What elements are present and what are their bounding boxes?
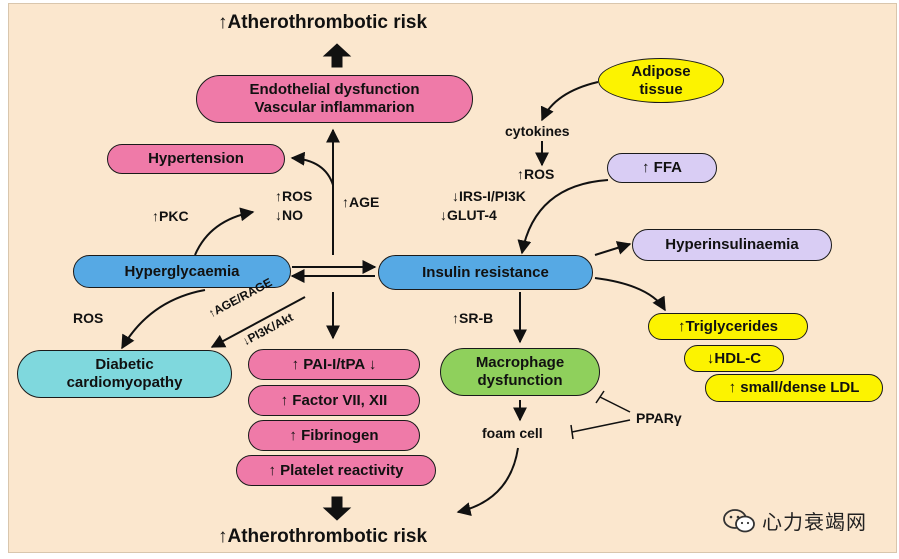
- no-label: ↓NO: [275, 207, 303, 223]
- bottom-block-arrow: [322, 496, 352, 521]
- pkc-label: ↑PKC: [152, 208, 189, 224]
- glut4-label: ↓GLUT-4: [440, 207, 497, 223]
- top-risk-label: ↑Atherothrombotic risk: [218, 12, 428, 33]
- macro-line2: dysfunction: [477, 372, 563, 389]
- hyperinsulinaemia-node: Hyperinsulinaemia: [632, 229, 832, 261]
- pkc-arrow: [194, 207, 255, 256]
- hypertension-node: Hypertension: [107, 144, 285, 174]
- sr-b-label: ↑SR-B: [452, 310, 494, 326]
- ppar-inhibit-1: [599, 396, 631, 413]
- triglycerides-node: ↑Triglycerides: [648, 313, 808, 340]
- hyperinsulinaemia-arrow: [594, 241, 632, 256]
- ppar-inhibit-2-bar: [570, 424, 574, 440]
- triglycerides-arrow: [594, 277, 666, 312]
- pai-node: ↑ PAI-I/tPA ↓: [248, 349, 420, 380]
- fibrinogen-node: ↑ Fibrinogen: [248, 420, 420, 451]
- irs-pi3k-label: ↓IRS-I/PI3K: [452, 188, 526, 204]
- endothelial-line1: Endothelial dysfunction: [249, 81, 420, 98]
- cardio-line1: Diabetic: [95, 356, 154, 373]
- ros-arrow: [121, 289, 206, 350]
- endothelial-dysfunction-node: Endothelial dysfunction Vascular inflamm…: [196, 75, 473, 123]
- diabetic-cardiomyopathy-node: Diabetic cardiomyopathy: [17, 350, 232, 398]
- ppar-label: PPARγ: [636, 410, 682, 426]
- age-label: ↑AGE: [342, 194, 380, 210]
- age-rage-arrow: [210, 296, 306, 348]
- foam-risk-arrow: [456, 447, 519, 516]
- endothelial-line2: Vascular inflammarion: [254, 99, 415, 116]
- hyperglycaemia-node: Hyperglycaemia: [73, 255, 291, 288]
- adipose-line2: tissue: [639, 80, 683, 98]
- foam-cell-label: foam cell: [482, 425, 543, 441]
- bottom-risk-label: ↑Atherothrombotic risk: [218, 526, 428, 547]
- wechat-icon: [723, 508, 755, 532]
- macro-line1: Macrophage: [475, 354, 565, 371]
- ros-up-label: ↑ROS: [517, 166, 555, 182]
- factor-node: ↑ Factor VII, XII: [248, 385, 420, 416]
- watermark-text: 心力衰竭网: [762, 510, 867, 534]
- hypertension-arrow: [290, 151, 334, 186]
- adipose-tissue-node: Adipose tissue: [598, 58, 724, 103]
- ldl-node: ↑ small/dense LDL: [705, 374, 883, 402]
- ppar-inhibit-2: [571, 419, 631, 433]
- hdl-node: ↓HDL-C: [684, 345, 784, 372]
- ros-label-1: ↑ROS: [275, 188, 313, 204]
- watermark: 心力衰竭网: [722, 506, 867, 535]
- cytokines-label: cytokines: [505, 123, 570, 139]
- cardio-line2: cardiomyopathy: [66, 374, 183, 391]
- adipose-line1: Adipose: [631, 62, 691, 80]
- ros-label-2: ROS: [73, 310, 104, 326]
- top-block-arrow: [322, 43, 352, 68]
- macrophage-node: Macrophage dysfunction: [440, 348, 600, 396]
- insulin-resistance-node: Insulin resistance: [378, 255, 593, 290]
- adipose-arrow: [540, 81, 599, 122]
- platelet-node: ↑ Platelet reactivity: [236, 455, 436, 486]
- ffa-arrow: [517, 179, 609, 255]
- ppar-inhibit-1-bar: [595, 390, 605, 404]
- ffa-node: ↑ FFA: [607, 153, 717, 183]
